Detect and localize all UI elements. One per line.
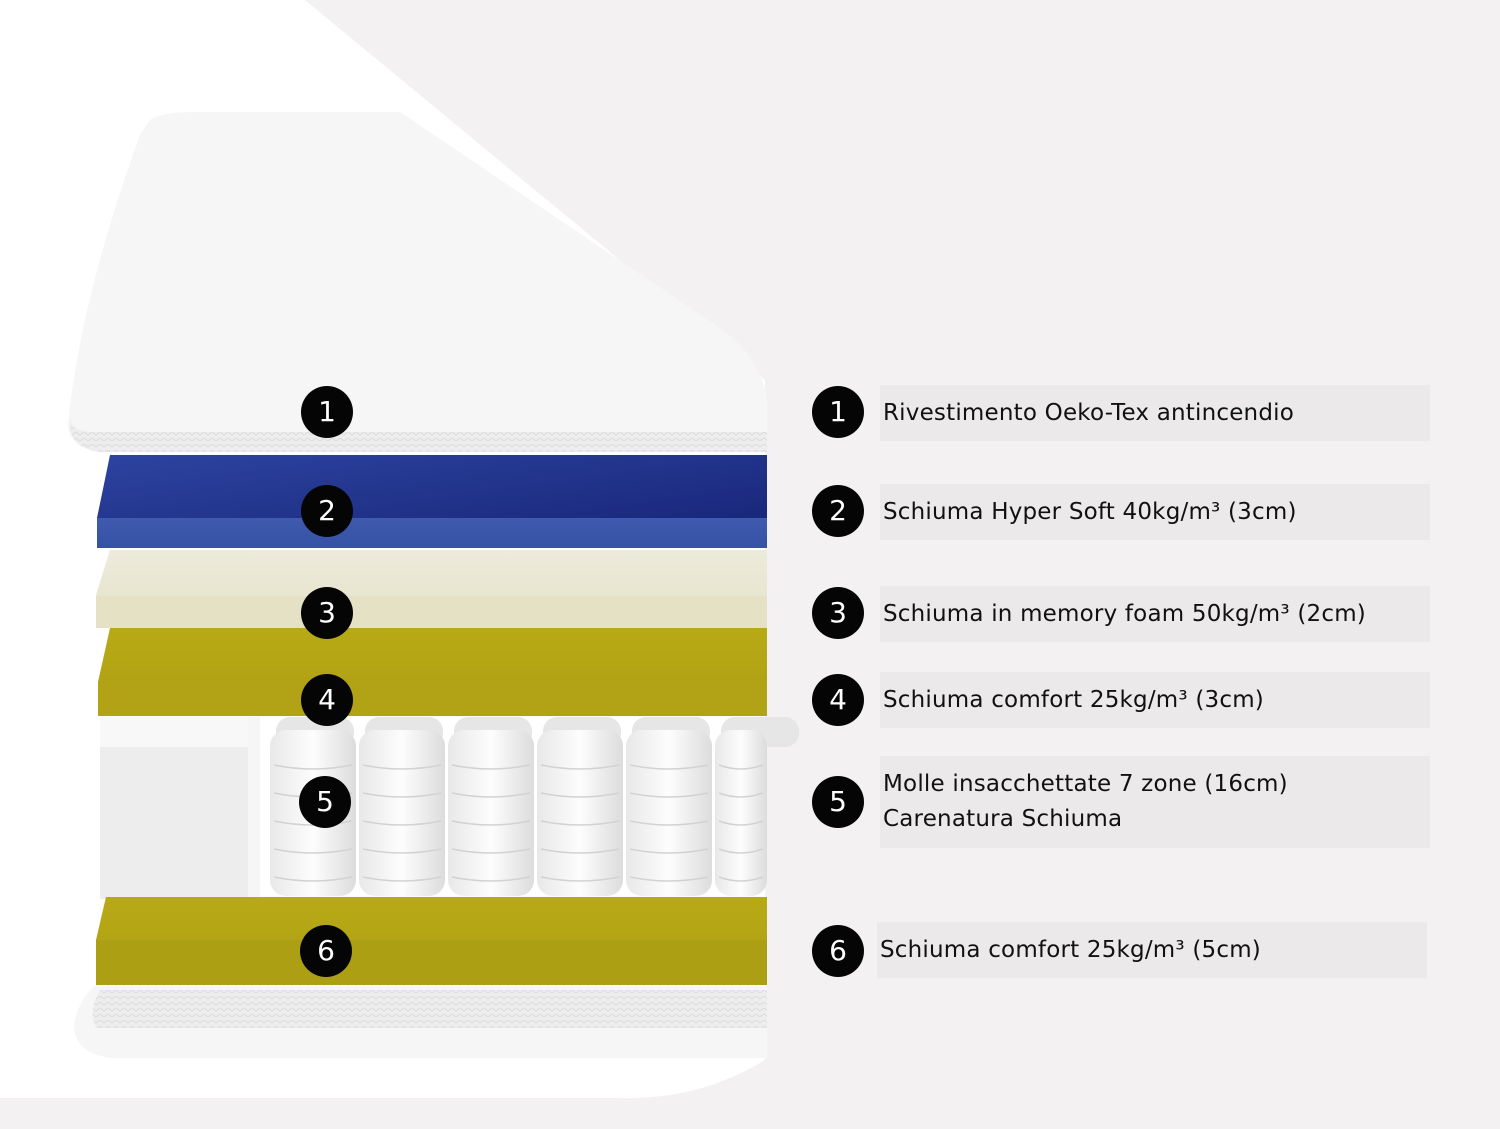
spring-seam [629, 876, 709, 882]
spring-seam [718, 848, 764, 854]
spring-pocket [715, 730, 767, 896]
mattress-badge-3: 3 [301, 587, 353, 639]
spring-seam [273, 848, 353, 854]
spring-seam [718, 764, 764, 770]
layer-2-front [97, 518, 767, 548]
mattress-badge-4: 4 [301, 674, 353, 726]
spring-seam [451, 764, 531, 770]
layer-5-springs [270, 717, 799, 896]
spring-seam [362, 764, 442, 770]
legend-label-4: Schiuma comfort 25kg/m³ (3cm) [883, 686, 1264, 713]
legend-row-5: Molle insacchettate 7 zone (16cm) Carena… [880, 756, 1430, 848]
spring-seam [718, 792, 764, 798]
spring-seam [540, 848, 620, 854]
spring-pocket [448, 730, 534, 896]
spring-seam [540, 876, 620, 882]
layer-5-foam-casing-top [100, 717, 260, 747]
legend-badge-1: 1 [812, 386, 864, 438]
mattress-badge-5: 5 [299, 776, 351, 828]
mattress-badge-2: 2 [301, 485, 353, 537]
legend-label-2: Schiuma Hyper Soft 40kg/m³ (3cm) [883, 498, 1297, 525]
layer-6-front [96, 940, 767, 985]
spring-seam [362, 848, 442, 854]
spring-seam [451, 820, 531, 826]
legend-badge-2: 2 [812, 485, 864, 537]
layer-5-foam-casing-side [248, 717, 260, 899]
legend-row-2: Schiuma Hyper Soft 40kg/m³ (3cm) [880, 484, 1430, 540]
mattress-badge-6: 6 [300, 925, 352, 977]
layer-1-cover-bottom-knit [92, 990, 768, 1028]
spring-seam [540, 764, 620, 770]
legend-label-5: Molle insacchettate 7 zone (16cm) [883, 771, 1288, 797]
layer-1-cover [68, 112, 767, 452]
legend-row-1: Rivestimento Oeko-Tex antincendio [880, 385, 1430, 441]
spring-seam [718, 820, 764, 826]
spring-seam [273, 876, 353, 882]
mattress-badge-1: 1 [301, 386, 353, 438]
layer-5-foam-casing [100, 717, 260, 899]
spring-seam [629, 764, 709, 770]
layer-1-cover-edge [70, 420, 767, 452]
spring-pocket [626, 730, 712, 896]
spring-pocket [537, 730, 623, 896]
spring-seam [718, 876, 764, 882]
legend-row-6: Schiuma comfort 25kg/m³ (5cm) [877, 922, 1427, 978]
spring-seam [629, 848, 709, 854]
layer-3-front [96, 596, 767, 628]
layer-4-front [98, 683, 767, 716]
legend-badge-4: 4 [812, 674, 864, 726]
spring-seam [362, 792, 442, 798]
legend-label-5b: Carenatura Schiuma [883, 806, 1123, 832]
spring-seam [451, 848, 531, 854]
legend-badge-5: 5 [812, 776, 864, 828]
spring-seam [362, 876, 442, 882]
spring-pocket [359, 730, 445, 896]
spring-seam [629, 792, 709, 798]
legend-badge-6: 6 [812, 925, 864, 977]
legend-label-3: Schiuma in memory foam 50kg/m³ (2cm) [883, 600, 1366, 627]
spring-seam [629, 820, 709, 826]
legend-row-3: Schiuma in memory foam 50kg/m³ (2cm) [880, 586, 1430, 642]
legend-badge-3: 3 [812, 587, 864, 639]
spring-seam [451, 792, 531, 798]
legend-label-6: Schiuma comfort 25kg/m³ (5cm) [880, 936, 1261, 963]
spring-seam [540, 820, 620, 826]
spring-seam [451, 876, 531, 882]
spring-seam [273, 764, 353, 770]
spring-seam [540, 792, 620, 798]
legend-row-4: Schiuma comfort 25kg/m³ (3cm) [880, 672, 1430, 728]
legend-label-1: Rivestimento Oeko-Tex antincendio [883, 399, 1294, 426]
spring-seam [362, 820, 442, 826]
